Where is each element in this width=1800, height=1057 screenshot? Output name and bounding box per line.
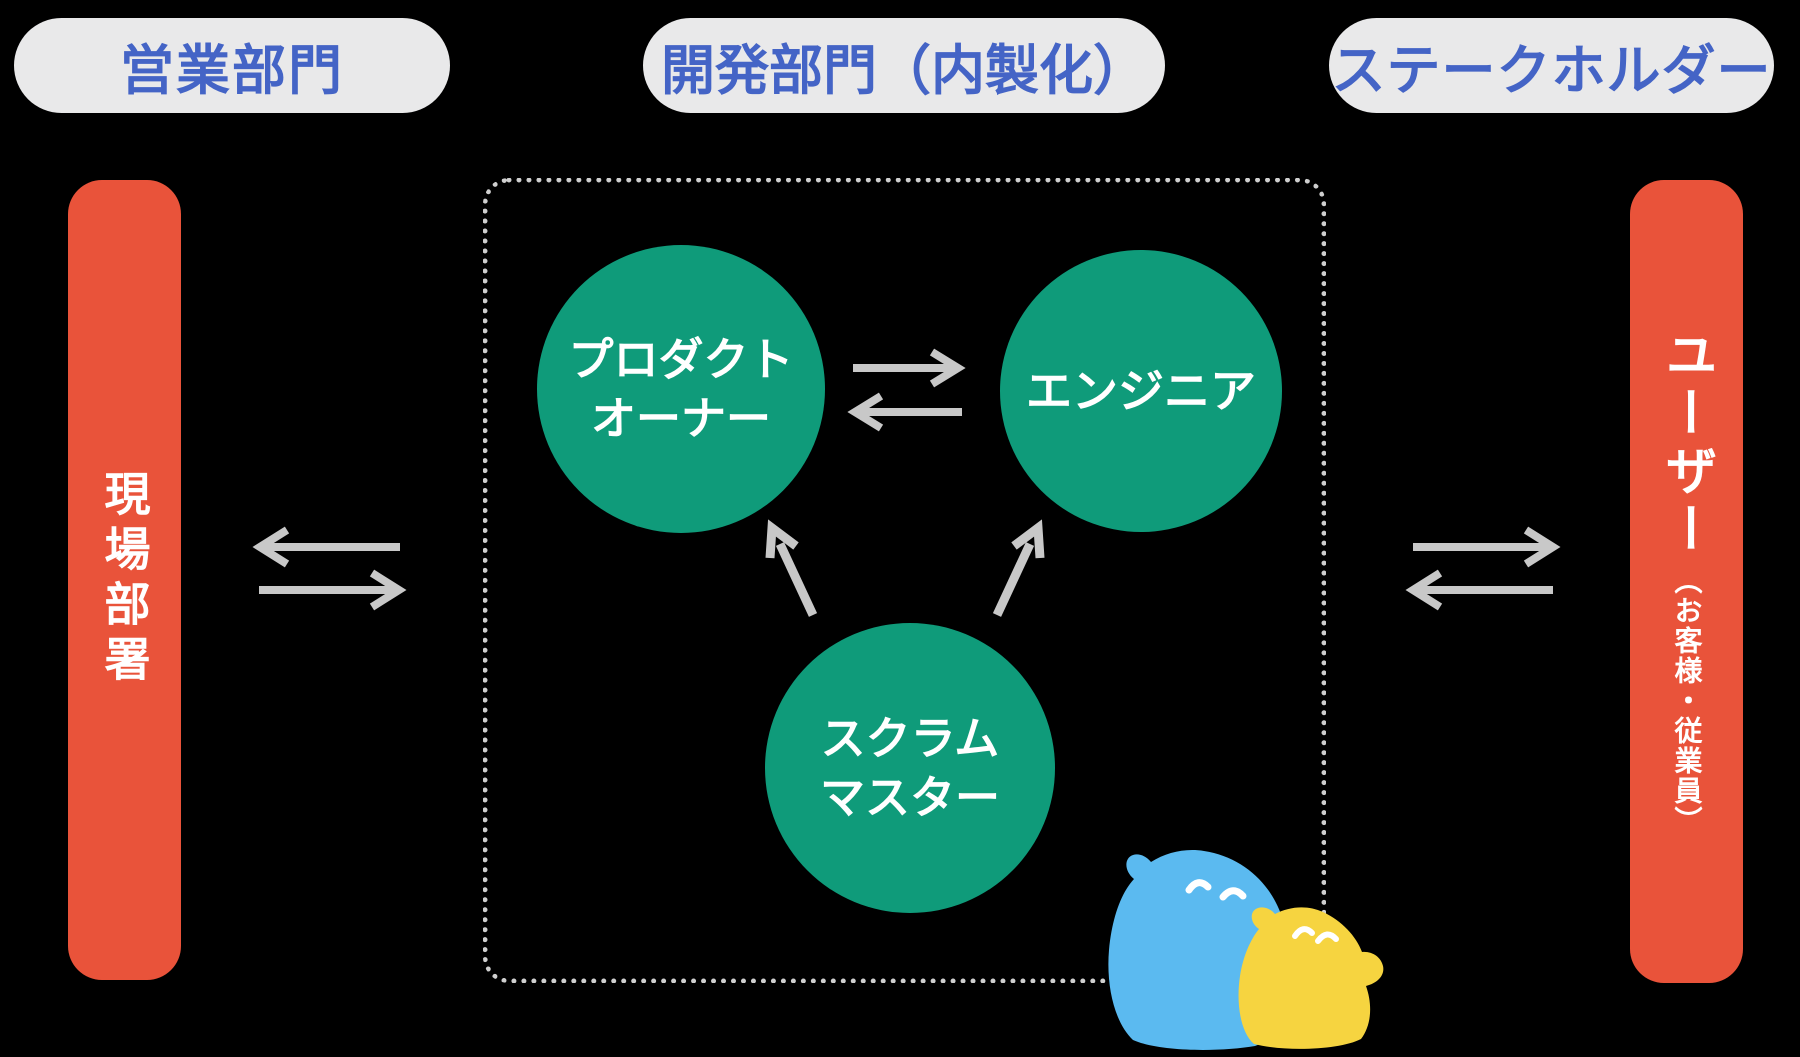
field-department-bar: 現場部署 bbox=[68, 180, 181, 980]
engineer-circle: エンジニア bbox=[1000, 250, 1282, 532]
scrum-master-circle: スクラム マスター bbox=[765, 623, 1055, 913]
development-department-pill: 開発部門（内製化） bbox=[643, 18, 1165, 113]
arrow-left-icon bbox=[1405, 569, 1553, 611]
product-owner-circle: プロダクト オーナー bbox=[537, 245, 825, 533]
arrow-right-icon bbox=[1413, 526, 1561, 568]
field-department-label: 現場部署 bbox=[97, 470, 152, 690]
development-team-boundary bbox=[483, 178, 1326, 983]
sales-department-pill: 営業部門 bbox=[14, 18, 450, 113]
arrow-right-icon bbox=[259, 569, 407, 611]
user-sublabel: （お客様・従業員） bbox=[1670, 565, 1704, 836]
arrow-left-icon bbox=[252, 526, 400, 568]
stakeholder-pill: ステークホルダー bbox=[1329, 18, 1774, 113]
user-label: ユーザー bbox=[1656, 327, 1716, 560]
user-bar: ユーザー （お客様・従業員） bbox=[1630, 180, 1743, 983]
